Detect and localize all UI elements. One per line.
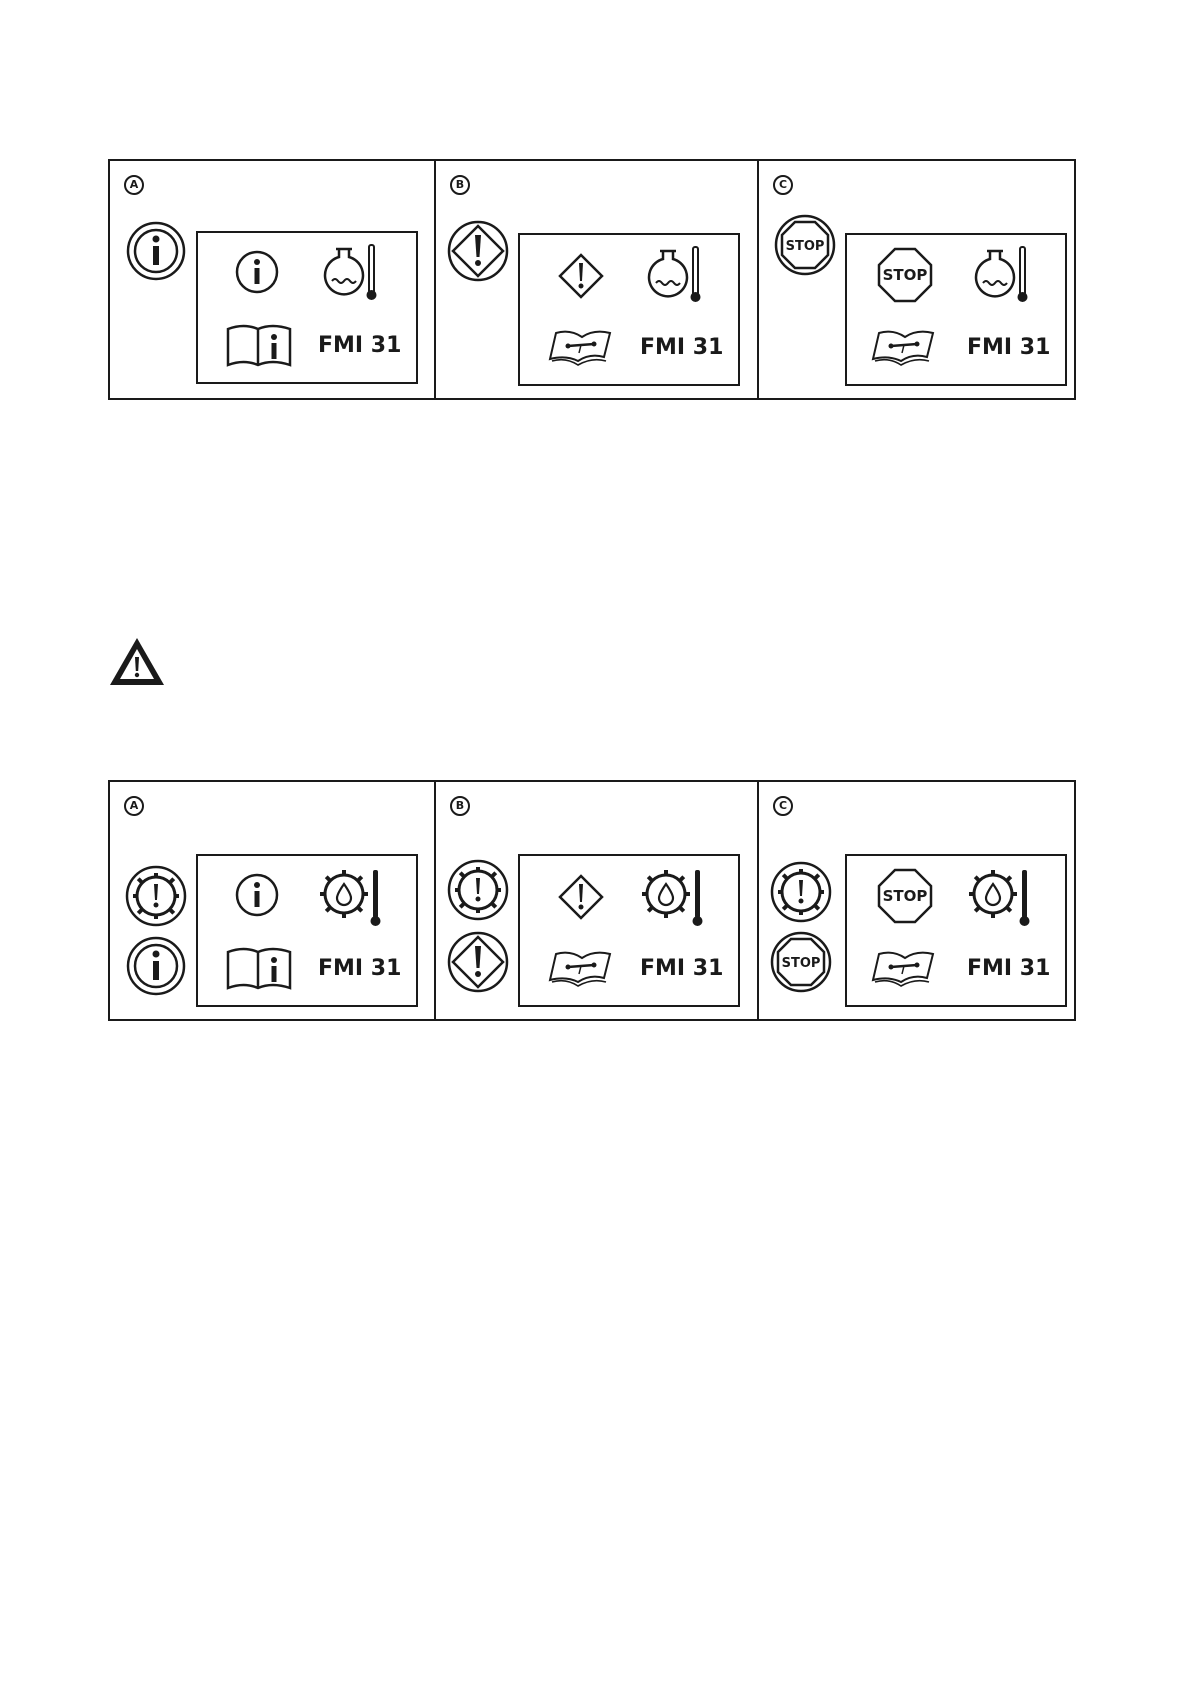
panel-b: B FMI 31 bbox=[434, 782, 757, 1019]
info-icon bbox=[124, 219, 188, 283]
panel-letter: A bbox=[124, 796, 144, 816]
stop-text: STOP bbox=[786, 239, 825, 254]
fault-code: FMI 31 bbox=[318, 956, 401, 981]
warning-diamond-icon bbox=[558, 253, 604, 299]
fault-code: FMI 31 bbox=[967, 956, 1050, 981]
panel-b: B FMI 31 bbox=[434, 161, 757, 398]
oil-temperature-icon bbox=[640, 864, 706, 930]
display-screen: STOP FMI 31 bbox=[845, 854, 1067, 1007]
service-manual-icon bbox=[871, 327, 937, 367]
display-screen: FMI 31 bbox=[518, 233, 740, 386]
panel-c: C STOP STOP FMI 31 bbox=[757, 782, 1074, 1019]
fault-code: FMI 31 bbox=[967, 335, 1050, 360]
display-screen: STOP FMI 31 bbox=[845, 233, 1067, 386]
panel-letter: C bbox=[773, 796, 793, 816]
coolant-temperature-figure: A FMI 31 B bbox=[108, 159, 1076, 400]
manual-info-icon bbox=[226, 946, 292, 992]
panel-a: A FMI 31 bbox=[110, 782, 434, 1019]
display-screen: FMI 31 bbox=[196, 231, 418, 384]
coolant-temperature-icon bbox=[646, 243, 708, 305]
coolant-temperature-icon bbox=[973, 243, 1035, 305]
warning-diamond-icon bbox=[558, 874, 604, 920]
fault-code: FMI 31 bbox=[640, 335, 723, 360]
stop-text: STOP bbox=[883, 266, 928, 284]
fault-code: FMI 31 bbox=[640, 956, 723, 981]
fault-code: FMI 31 bbox=[318, 333, 401, 358]
warning-diamond-icon bbox=[446, 219, 510, 283]
info-icon bbox=[234, 249, 280, 295]
stop-icon: STOP bbox=[877, 247, 933, 303]
service-manual-icon bbox=[548, 948, 614, 988]
stop-icon: STOP bbox=[773, 213, 837, 277]
oil-temperature-figure: A FMI 31 B bbox=[108, 780, 1076, 1021]
service-manual-icon bbox=[871, 948, 937, 988]
info-icon bbox=[234, 872, 280, 918]
panel-letter: A bbox=[124, 175, 144, 195]
oil-temperature-icon bbox=[967, 864, 1033, 930]
warning-triangle-icon bbox=[108, 636, 166, 688]
warning-diamond-icon bbox=[446, 930, 510, 994]
display-screen: FMI 31 bbox=[196, 854, 418, 1007]
panel-letter: B bbox=[450, 175, 470, 195]
stop-text: STOP bbox=[782, 956, 821, 971]
info-icon bbox=[124, 934, 188, 998]
panel-a: A FMI 31 bbox=[110, 161, 434, 398]
panel-letter: B bbox=[450, 796, 470, 816]
stop-text: STOP bbox=[883, 887, 928, 905]
display-screen: FMI 31 bbox=[518, 854, 740, 1007]
gear-warning-icon bbox=[124, 864, 188, 928]
stop-icon: STOP bbox=[877, 868, 933, 924]
gear-warning-icon bbox=[446, 858, 510, 922]
manual-info-icon bbox=[226, 323, 292, 369]
panel-c: C STOP STOP FMI 31 bbox=[757, 161, 1074, 398]
stop-icon: STOP bbox=[769, 930, 833, 994]
coolant-temperature-icon bbox=[322, 241, 384, 303]
oil-temperature-icon bbox=[318, 864, 384, 930]
service-manual-icon bbox=[548, 327, 614, 367]
panel-letter: C bbox=[773, 175, 793, 195]
gear-warning-icon bbox=[769, 860, 833, 924]
